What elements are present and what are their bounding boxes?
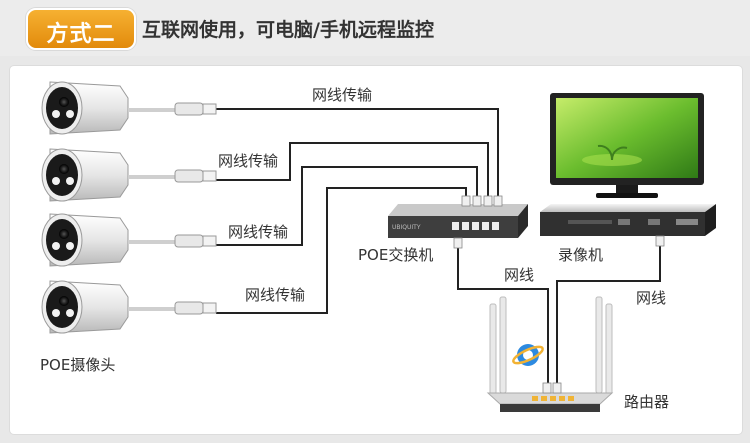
cable-camera-3	[216, 166, 478, 246]
cable-switch-router	[457, 242, 549, 385]
router-icon	[486, 296, 614, 412]
cable-nvr-router	[556, 246, 661, 385]
monitor-icon	[550, 93, 704, 198]
switch-connectors	[453, 195, 503, 249]
cable-lines	[216, 108, 661, 385]
link-label-nvr-router: 网线	[636, 289, 666, 307]
cable-camera-2	[216, 142, 489, 199]
internet-explorer-icon	[512, 344, 544, 366]
cable-camera-1	[216, 108, 499, 199]
poe-cameras	[41, 81, 217, 334]
switch-brand: UBIQUITY	[392, 224, 421, 231]
poe-camera-icon	[41, 213, 217, 267]
cable-label-1: 网线传输	[312, 86, 372, 104]
poe-camera-icon	[41, 81, 217, 135]
cable-label-3: 网线传输	[228, 223, 288, 241]
nvr-label: 录像机	[558, 246, 603, 264]
header-title: 互联网使用，可电脑/手机远程监控	[142, 19, 434, 41]
method-badge: 方式二	[26, 8, 136, 50]
cable-label-4: 网线传输	[245, 286, 305, 304]
cameras-label: POE摄像头	[40, 356, 115, 374]
cable-camera-4	[216, 187, 467, 314]
poe-camera-icon	[41, 148, 217, 202]
nvr-icon	[540, 204, 716, 247]
header-bar: 方式二 互联网使用，可电脑/手机远程监控	[0, 0, 750, 56]
switch-label: POE交换机	[358, 246, 433, 264]
poe-camera-icon	[41, 280, 217, 334]
poe-switch-icon: UBIQUITY	[388, 195, 528, 249]
switch-ports	[452, 222, 499, 230]
router-label: 路由器	[624, 393, 669, 411]
method-badge-label: 方式二	[46, 22, 116, 47]
link-label-switch-router: 网线	[504, 266, 534, 284]
cable-label-2: 网线传输	[218, 152, 278, 170]
